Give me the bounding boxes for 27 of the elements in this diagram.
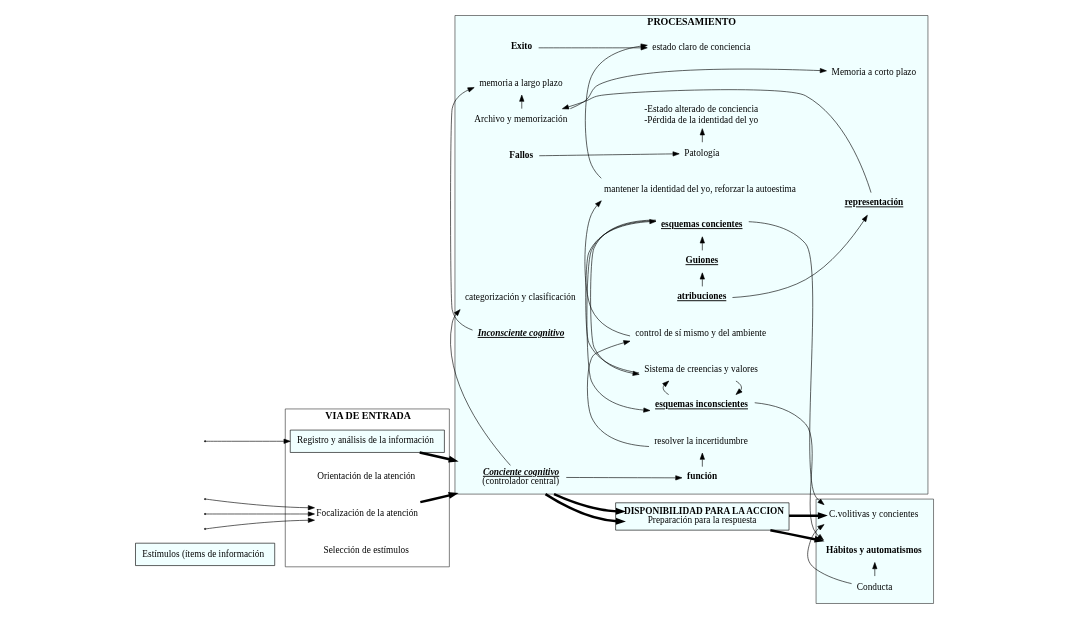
node-text: Guiones: [685, 255, 718, 266]
node-text: Fallos: [508, 149, 533, 160]
node-text: Conducta: [856, 581, 892, 592]
node-text: Exito: [510, 41, 532, 52]
node-text: esquemas concientes: [660, 219, 742, 230]
node-text: resolver la incertidumbre: [653, 436, 748, 447]
node-text: Inconsciente cognitivo: [477, 327, 564, 338]
node-text: representación: [844, 197, 903, 208]
node-text: Selección de estímulos: [323, 544, 409, 555]
node-text: Patología: [683, 147, 719, 158]
node-text: Sistema de creencias y valores: [643, 363, 758, 374]
node-text: Archivo y memorización: [473, 114, 567, 125]
node-text: control de sí mismo y del ambiente: [634, 327, 766, 338]
node-text: memoria a largo plazo: [478, 78, 563, 89]
node-text: Focalización de la atención: [315, 508, 418, 519]
node-text: Orientación de la atención: [316, 471, 415, 482]
node-text: Hábitos y automatismos: [825, 544, 922, 555]
node-text: C.volitivas y concientes: [828, 509, 918, 520]
node-text: función: [686, 471, 717, 482]
node-text: Memoria a corto plazo: [831, 67, 916, 78]
node-text: -Estado alterado de conciencia -Pérdida de la identidad del yo: [643, 104, 758, 126]
node-text: Conciente cognitivo (controlador central): [481, 466, 559, 487]
node-text: atribuciones: [676, 291, 726, 302]
node-text: mantener la identidad del yo, reforzar la autoestima: [603, 183, 796, 194]
node-text: estado claro de conciencia: [651, 42, 750, 53]
node-text: esquemas inconscientes: [654, 399, 748, 410]
node-text: categorización y clasificación: [464, 292, 576, 303]
